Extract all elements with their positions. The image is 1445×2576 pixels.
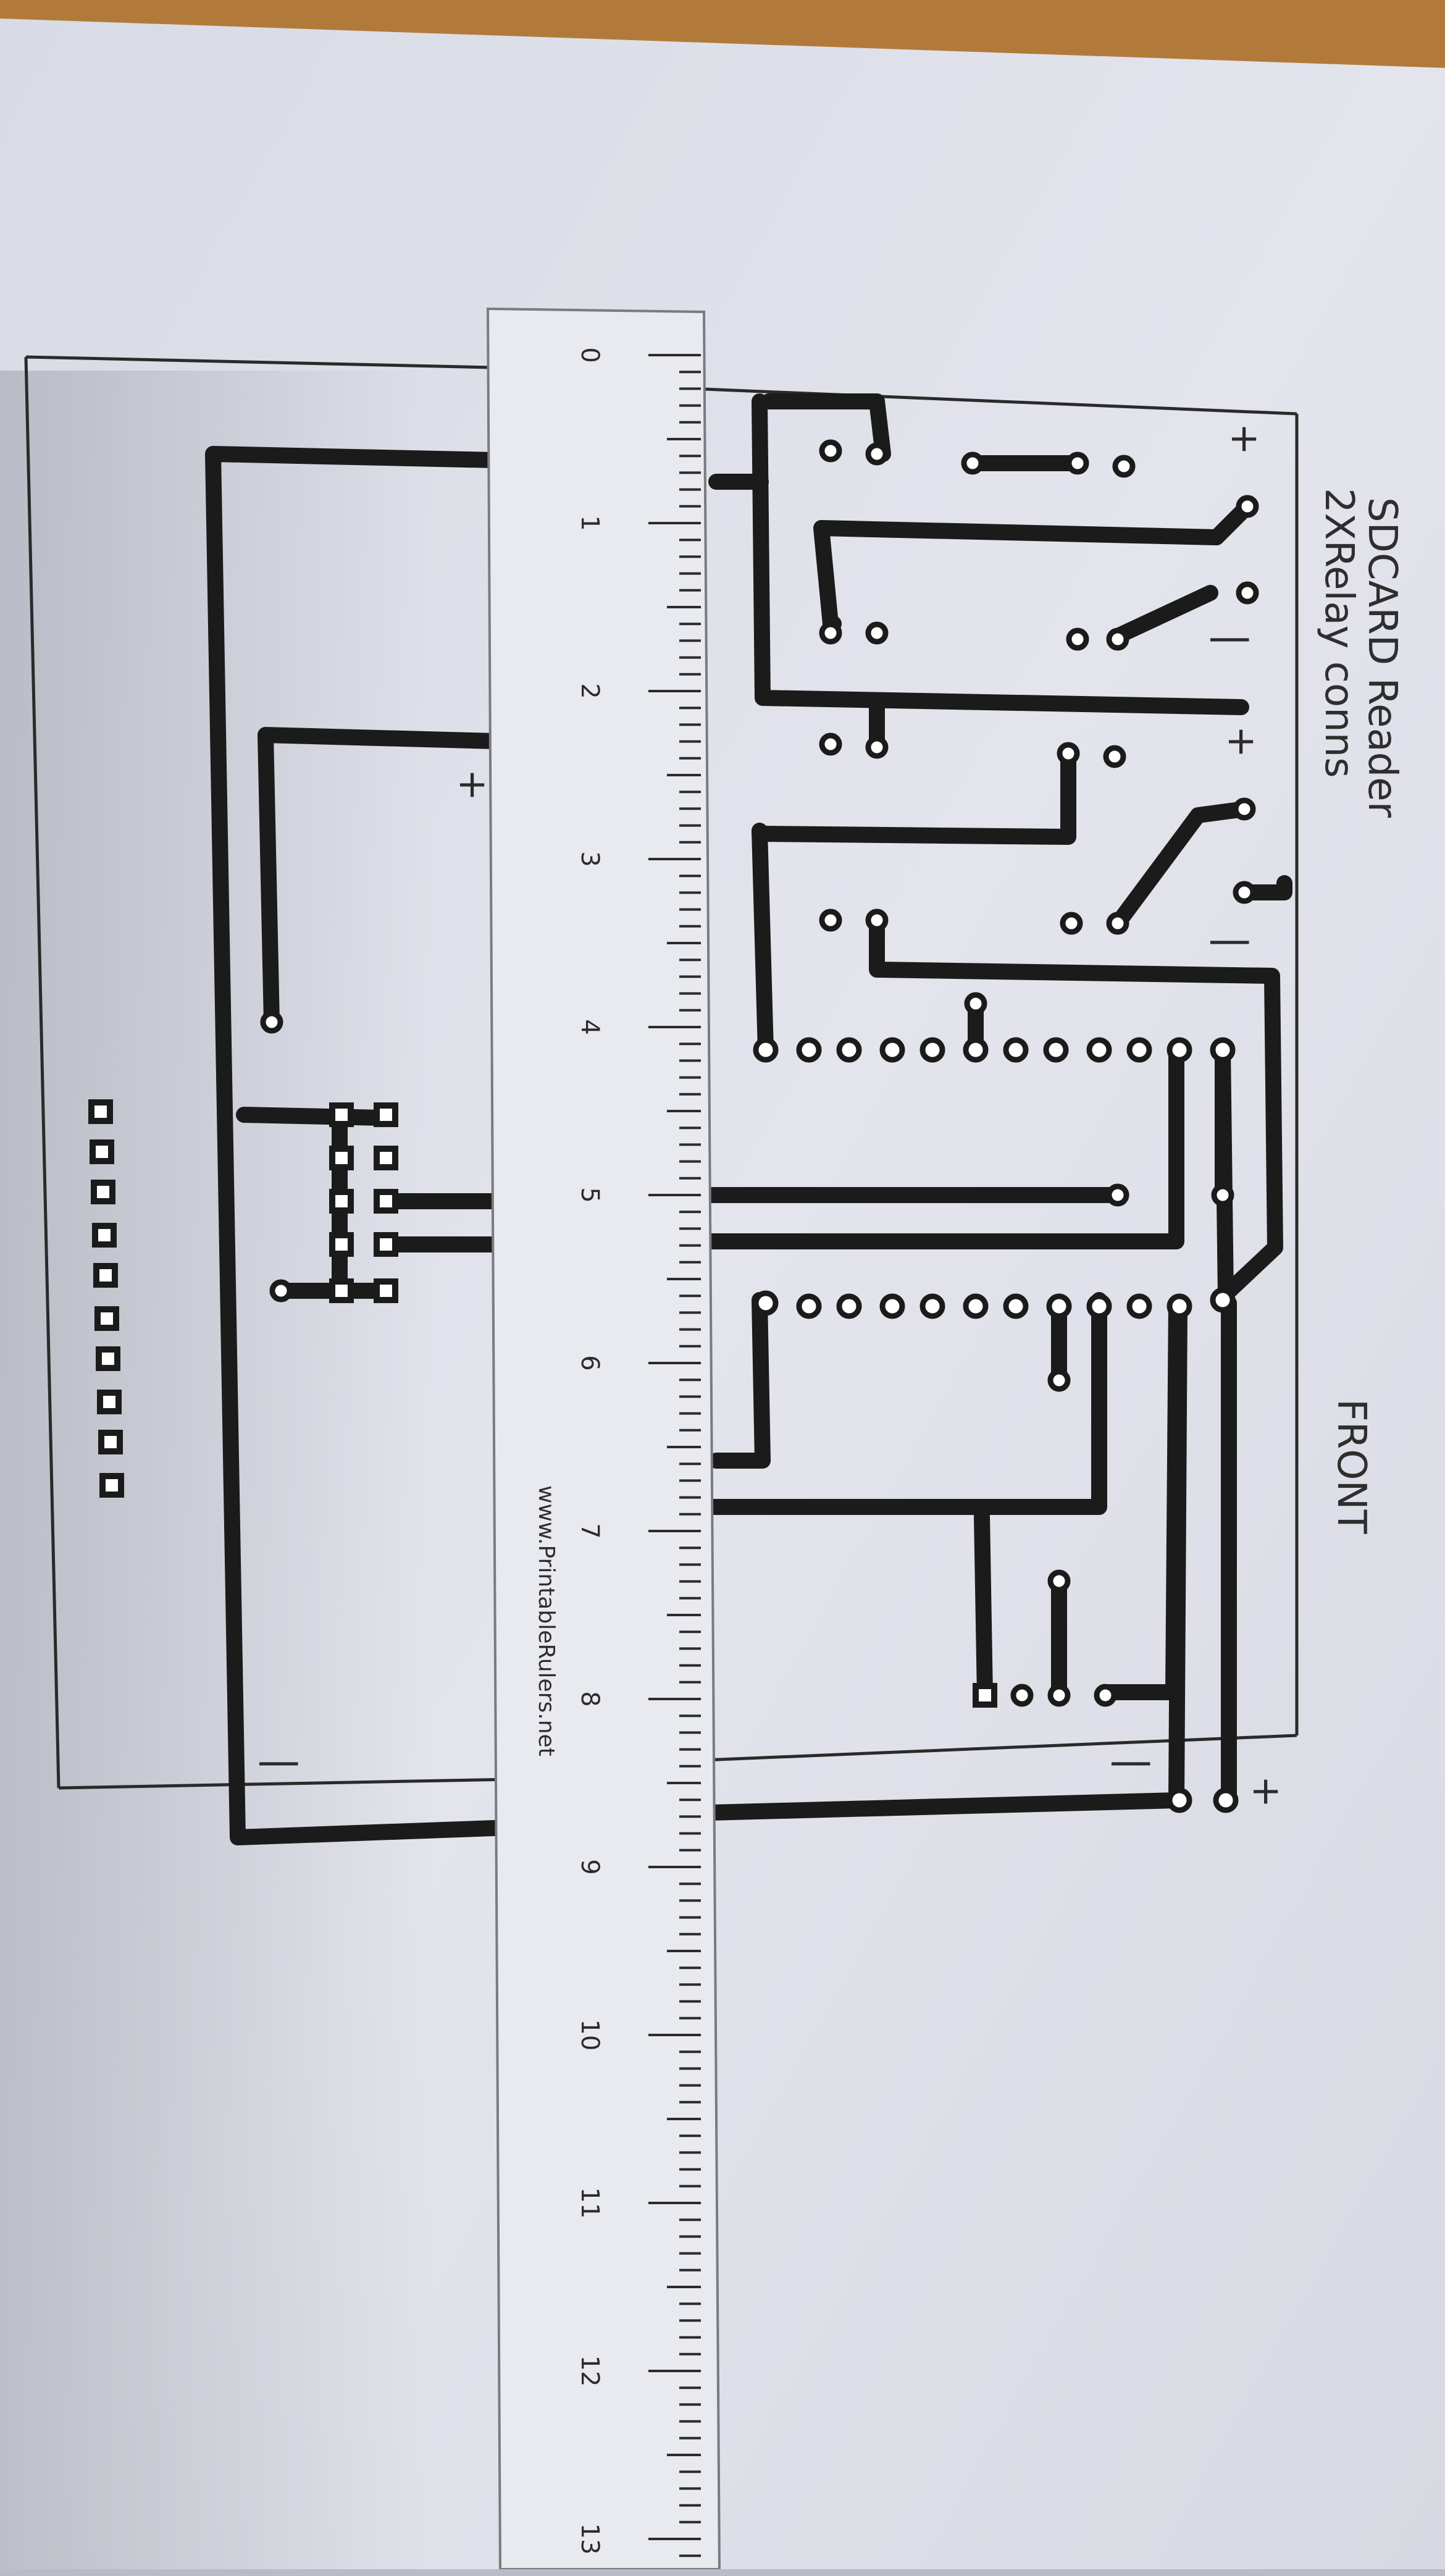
- pcb-pads: [260, 439, 1259, 1813]
- desk-corner: [741, 0, 1445, 74]
- board-title-line1: SDCARD Reader: [1359, 497, 1405, 818]
- square-pads: [88, 1099, 997, 1708]
- minus-sign: |: [1111, 1757, 1157, 1771]
- ruler: [486, 307, 721, 2569]
- plus-sign: +: [450, 769, 496, 801]
- minus-sign: |: [1210, 633, 1255, 647]
- plus-sign: +: [1219, 726, 1265, 758]
- ruler-website-label: www.PrintableRulers.net: [534, 1485, 559, 1756]
- minus-sign: |: [1210, 936, 1255, 949]
- plus-sign: +: [1222, 423, 1268, 455]
- relay-board-outline: [703, 387, 1299, 1762]
- front-label: FRONT: [1328, 1399, 1374, 1534]
- minus-sign: |: [259, 1757, 304, 1771]
- plus-sign: +: [1244, 1776, 1289, 1808]
- board-title-line2: 2XRelay conns: [1316, 488, 1362, 778]
